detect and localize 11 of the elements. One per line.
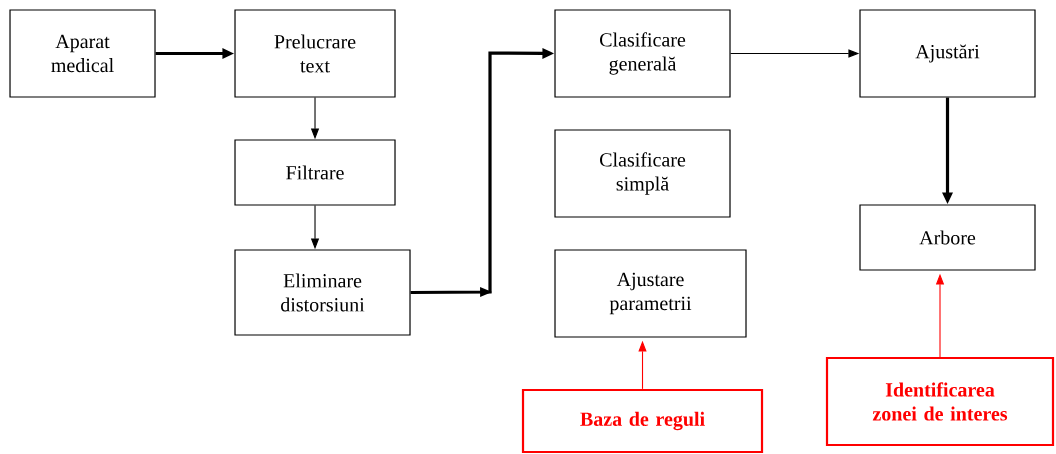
note-box: Identificarea zonei de interes bbox=[825, 356, 1055, 447]
process-box: Aparat medical bbox=[9, 9, 156, 98]
process-box: Arbore bbox=[859, 204, 1036, 271]
process-box: Filtrare bbox=[234, 139, 396, 206]
process-box: Prelucrare text bbox=[234, 9, 396, 98]
process-box: Clasificare simplă bbox=[554, 129, 731, 218]
note-box: Baza de reguli bbox=[521, 388, 764, 454]
process-box: Ajustare parametrii bbox=[554, 249, 747, 338]
process-box: Eliminare distorsiuni bbox=[234, 249, 411, 336]
process-box: Clasificare generală bbox=[554, 9, 731, 98]
process-box: Ajustări bbox=[859, 9, 1036, 98]
